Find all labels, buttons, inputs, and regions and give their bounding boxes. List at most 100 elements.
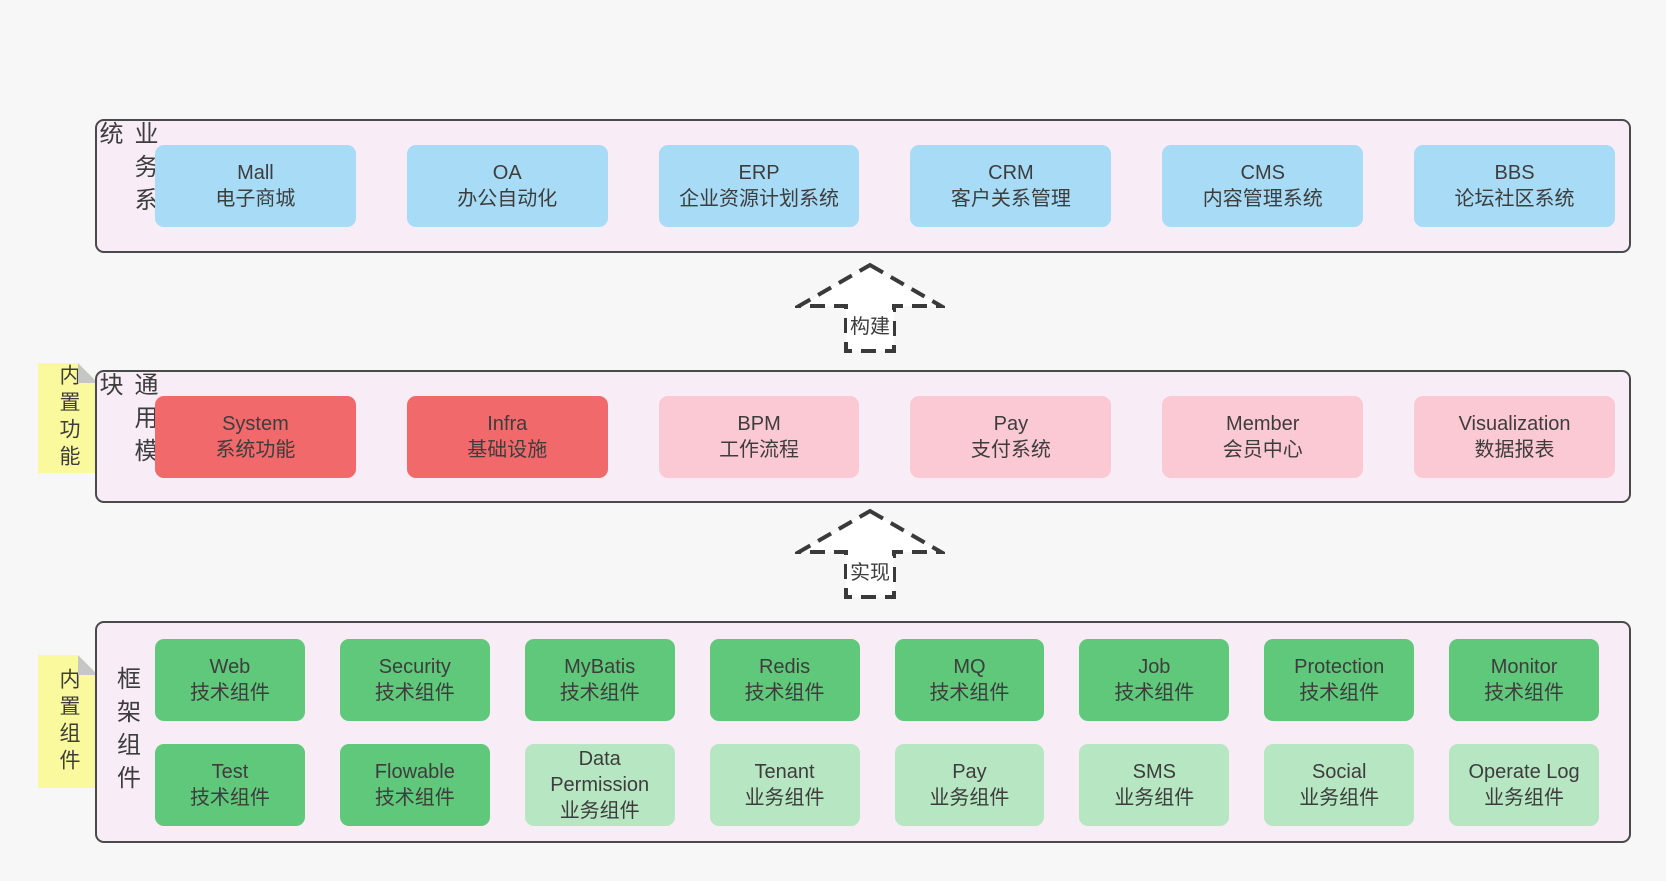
box-bpm: BPM 工作流程 xyxy=(658,395,860,478)
box-title: Pay xyxy=(952,760,987,783)
box-operate-log: Operate Log 业务组件 xyxy=(1449,743,1599,826)
box-subtitle: 企业资源计划系统 xyxy=(679,188,840,210)
box-title: Data Permission xyxy=(550,747,650,796)
box-title: Monitor xyxy=(1490,655,1558,678)
box-crm: CRM 客户关系管理 xyxy=(910,145,1112,227)
box-title: Test xyxy=(211,760,249,783)
box-title: Infra xyxy=(487,412,528,435)
box-title: Member xyxy=(1226,412,1300,435)
box-subtitle: 会员中心 xyxy=(1222,438,1303,461)
box-infra: Infra 基础设施 xyxy=(406,395,608,478)
box-tenant: Tenant 业务组件 xyxy=(709,743,860,826)
box-subtitle: 技术组件 xyxy=(1114,681,1195,704)
box-subtitle: 数据报表 xyxy=(1474,438,1555,461)
box-title: Tenant xyxy=(754,760,815,783)
box-title: MQ xyxy=(953,655,986,678)
box-title: ERP xyxy=(738,162,780,184)
box-subtitle: 技术组件 xyxy=(744,681,825,704)
box-subtitle: 支付系统 xyxy=(970,438,1051,461)
box-job: Job 技术组件 xyxy=(1079,638,1230,721)
band-label: 通用模块 xyxy=(95,372,157,471)
arrow-label: 构建 xyxy=(847,310,893,339)
sticky-note-text: 内置组件 xyxy=(57,667,80,776)
arrow-label: 实现 xyxy=(847,556,893,585)
box-subtitle: 业务组件 xyxy=(744,786,825,809)
box-title: MyBatis xyxy=(564,655,636,678)
band-business-systems: 业务系统 Mall 电子商城 OA 办公自动化 ERP 企业资源计划系统 CRM… xyxy=(95,119,1631,253)
box-sms: SMS 业务组件 xyxy=(1079,743,1230,826)
box-title: Redis xyxy=(758,655,811,678)
box-title: OA xyxy=(492,162,522,184)
box-visualization: Visualization 数据报表 xyxy=(1414,395,1615,478)
box-mall: Mall 电子商城 xyxy=(155,145,356,227)
box-subtitle: 技术组件 xyxy=(374,786,455,809)
box-subtitle: 业务组件 xyxy=(559,799,640,822)
box-title: CRM xyxy=(988,162,1034,184)
up-arrow-icon xyxy=(795,262,945,353)
box-subtitle: 客户关系管理 xyxy=(950,188,1071,210)
box-test: Test 技术组件 xyxy=(155,743,305,826)
band-content: Mall 电子商城 OA 办公自动化 ERP 企业资源计划系统 CRM 客户关系… xyxy=(155,121,1629,251)
box-subtitle: 工作流程 xyxy=(719,438,800,461)
box-cms: CMS 内容管理系统 xyxy=(1162,145,1364,227)
box-oa: OA 办公自动化 xyxy=(406,145,608,227)
box-subtitle: 业务组件 xyxy=(1114,786,1195,809)
box-mq: MQ 技术组件 xyxy=(894,638,1045,721)
box-subtitle: 技术组件 xyxy=(1299,681,1380,704)
box-redis: Redis 技术组件 xyxy=(709,638,860,721)
band-common-modules: 通用模块 System 系统功能 Infra 基础设施 BPM 工作流程 Pay… xyxy=(95,370,1631,503)
box-title: BBS xyxy=(1494,162,1535,184)
box-web: Web 技术组件 xyxy=(155,638,305,721)
sticky-note-builtin-components: 内置组件 xyxy=(38,655,98,788)
box-title: Flowable xyxy=(374,760,455,783)
box-title: Mall xyxy=(237,162,274,184)
box-subtitle: 电子商城 xyxy=(215,188,296,210)
box-title: Pay xyxy=(993,412,1029,435)
dashed-up-arrow-build: 构建 xyxy=(795,262,945,354)
box-subtitle: 办公自动化 xyxy=(457,188,558,210)
box-subtitle: 技术组件 xyxy=(559,681,640,704)
box-flowable: Flowable 技术组件 xyxy=(339,743,490,826)
box-subtitle: 技术组件 xyxy=(374,681,455,704)
box-subtitle: 基础设施 xyxy=(467,438,548,461)
box-erp: ERP 企业资源计划系统 xyxy=(658,145,860,227)
box-system: System 系统功能 xyxy=(155,395,356,478)
box-subtitle: 系统功能 xyxy=(215,438,296,461)
box-mybatis: MyBatis 技术组件 xyxy=(524,638,675,721)
band-content: System 系统功能 Infra 基础设施 BPM 工作流程 Pay 支付系统… xyxy=(155,372,1629,501)
band-content: Web 技术组件 Security 技术组件 MyBatis 技术组件 Redi… xyxy=(155,623,1629,841)
box-title: Web xyxy=(209,655,251,678)
box-data-permission: Data Permission 业务组件 xyxy=(524,743,675,826)
box-subtitle: 技术组件 xyxy=(189,786,270,809)
box-protection: Protection 技术组件 xyxy=(1264,638,1415,721)
box-title: Protection xyxy=(1294,655,1385,678)
box-title: Job xyxy=(1138,655,1171,678)
box-title: CMS xyxy=(1240,162,1285,184)
box-subtitle: 技术组件 xyxy=(929,681,1010,704)
band-framework-components: 框架组件 Web 技术组件 Security 技术组件 MyBatis 技术组件… xyxy=(95,621,1631,843)
box-subtitle: 业务组件 xyxy=(1484,786,1565,809)
sticky-note-text: 内置功能 xyxy=(57,364,80,472)
box-subtitle: 业务组件 xyxy=(929,786,1010,809)
up-arrow-icon xyxy=(795,508,945,599)
sticky-note-builtin-features: 内置功能 xyxy=(38,363,98,473)
box-subtitle: 业务组件 xyxy=(1299,786,1380,809)
box-title: Security xyxy=(378,655,451,678)
box-title: Operate Log xyxy=(1468,760,1580,783)
box-subtitle: 技术组件 xyxy=(189,681,270,704)
box-pay-component: Pay 业务组件 xyxy=(894,743,1045,826)
box-subtitle: 论坛社区系统 xyxy=(1454,188,1575,210)
box-social: Social 业务组件 xyxy=(1264,743,1415,826)
box-title: Visualization xyxy=(1458,412,1571,435)
band-label: 框架组件 xyxy=(112,666,140,798)
box-monitor: Monitor 技术组件 xyxy=(1449,638,1599,721)
box-title: Social xyxy=(1311,760,1367,783)
box-bbs: BBS 论坛社区系统 xyxy=(1414,145,1615,227)
box-security: Security 技术组件 xyxy=(339,638,490,721)
box-title: System xyxy=(222,412,289,435)
box-member: Member 会员中心 xyxy=(1162,395,1364,478)
box-title: SMS xyxy=(1132,760,1176,783)
dashed-up-arrow-implement: 实现 xyxy=(795,508,945,600)
box-subtitle: 内容管理系统 xyxy=(1202,188,1323,210)
